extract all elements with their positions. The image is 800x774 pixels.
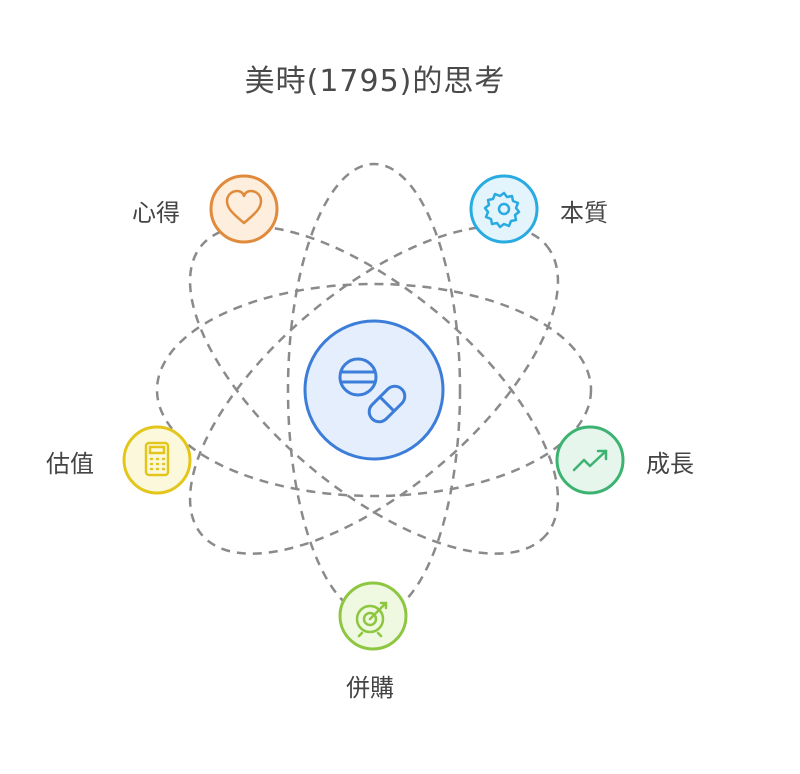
gear-icon xyxy=(483,191,521,229)
orbit-horizontal xyxy=(155,282,593,498)
node-guzhi xyxy=(122,425,192,495)
label-chengzhang: 成長 xyxy=(646,450,694,478)
calculator-icon xyxy=(144,441,170,477)
label-xinde: 心得 xyxy=(132,199,180,227)
target-icon xyxy=(355,601,388,638)
orbit-diagonal-right xyxy=(188,225,560,555)
label-binggou: 併購 xyxy=(346,674,394,702)
node-benzhi xyxy=(469,174,539,244)
pills-icon xyxy=(338,357,407,424)
node-binggou xyxy=(338,581,408,651)
node-chengzhang xyxy=(555,425,625,495)
diagram-title: 美時(1795)的思考 xyxy=(244,64,506,99)
trend-up-icon xyxy=(572,449,608,472)
node-xinde xyxy=(209,174,279,244)
label-benzhi: 本質 xyxy=(560,199,608,227)
orbit-diagonal-left xyxy=(188,225,560,555)
label-guzhi: 估值 xyxy=(46,450,94,478)
heart-icon xyxy=(225,189,263,225)
center-node xyxy=(303,319,445,461)
